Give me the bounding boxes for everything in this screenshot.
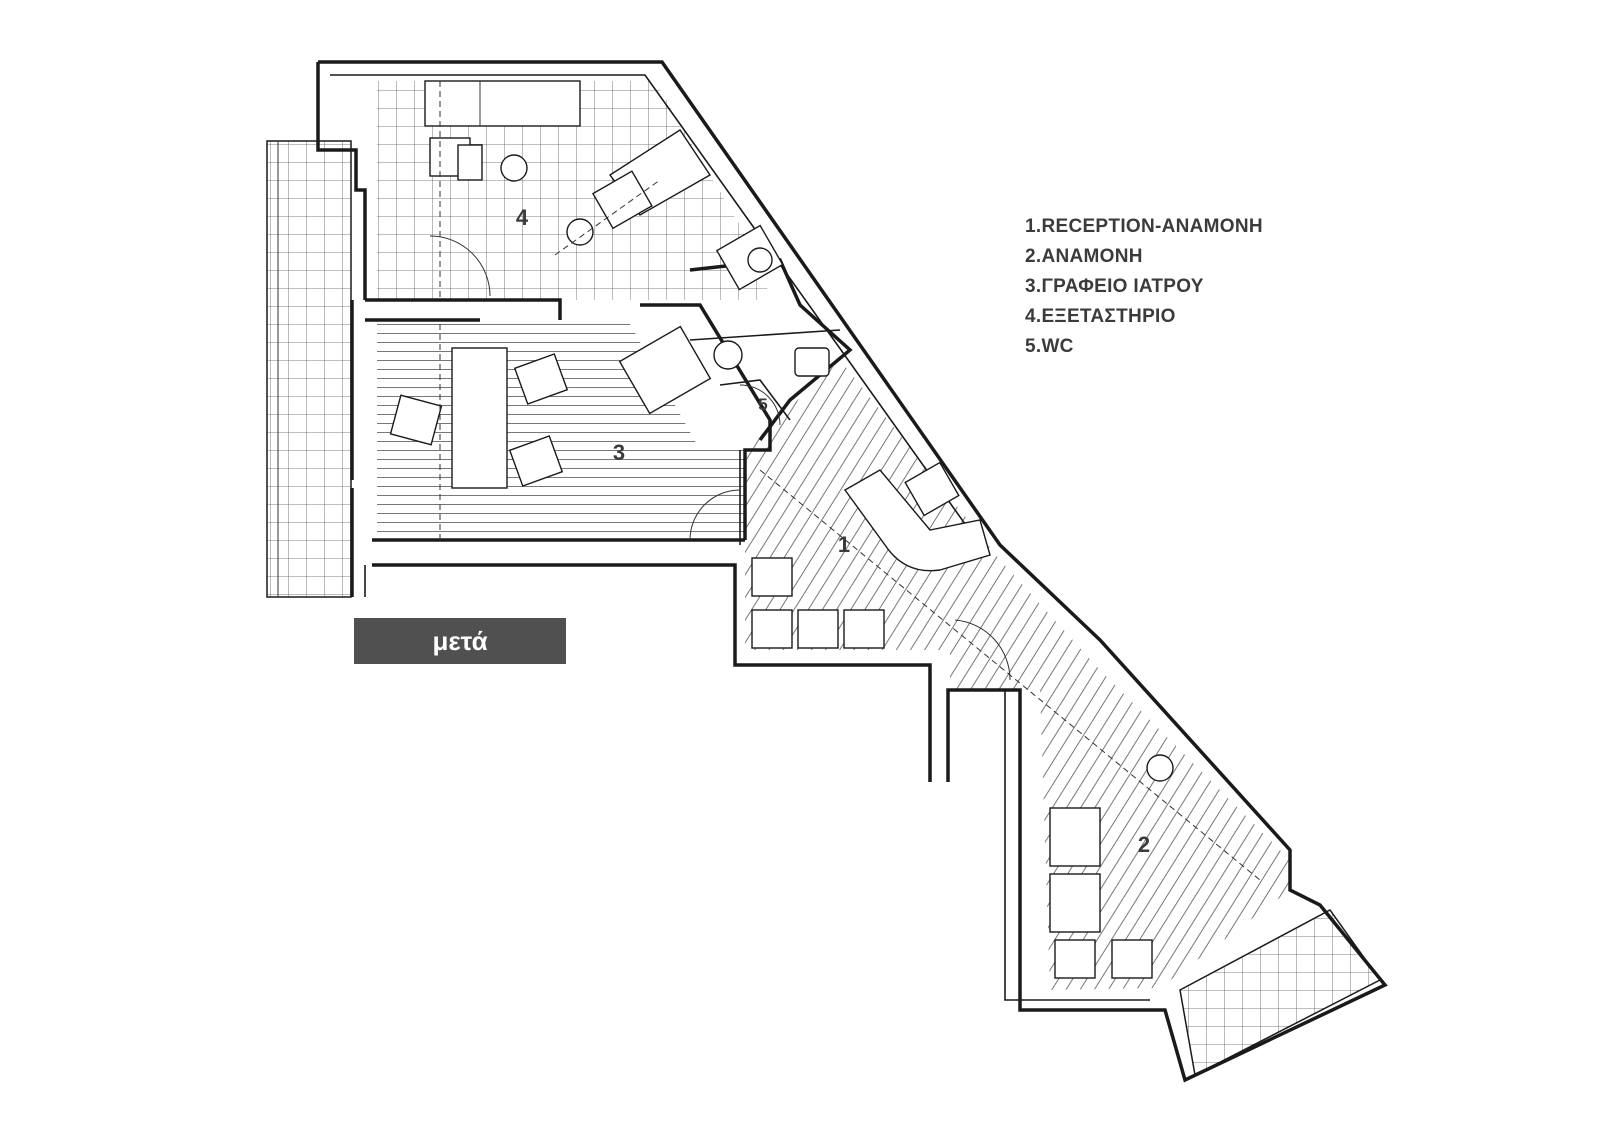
reception-chair <box>904 461 960 517</box>
balcony-left <box>266 140 352 598</box>
legend-item-reception: 1.RECEPTION-ΑΝΑΜΟΝΗ <box>1025 216 1263 237</box>
legend-item-doctor-office: 3.ΓΡΑΦΕΙΟ ΙΑΤΡΟΥ <box>1025 276 1204 297</box>
wc-fixtures <box>713 340 830 426</box>
office-desk <box>451 347 508 489</box>
waiting-seats <box>1049 807 1153 979</box>
outer-walls <box>316 60 1388 1083</box>
visitor-chair-2 <box>508 435 564 487</box>
legend-item-exam-room: 4.ΕΞΕΤΑΣΤΗΡΙΟ <box>1025 306 1176 327</box>
exam-chair <box>429 137 483 181</box>
exam-treatment-unit <box>591 129 711 230</box>
room-number-3: 3 <box>613 440 625 465</box>
reception-seats <box>751 557 885 649</box>
stool-2 <box>566 218 594 246</box>
room-legend: 1.RECEPTION-ΑΝΑΜΟΝΗ 2.ΑΝΑΜΟΝΗ 3.ΓΡΑΦΕΙΟ … <box>1025 212 1263 362</box>
exam-bed <box>424 80 581 127</box>
after-label: μετά <box>354 618 566 664</box>
room-1-2-floor <box>745 360 1290 990</box>
coat-stand <box>1146 754 1174 782</box>
stool <box>500 154 528 182</box>
room-number-4: 4 <box>516 205 529 230</box>
office-chair <box>389 394 443 446</box>
sink-room-4 <box>715 224 784 291</box>
room-number-1: 1 <box>838 532 850 557</box>
legend-item-wc: 5.WC <box>1025 336 1074 357</box>
visitor-chair-1 <box>513 353 569 405</box>
door-swing-3 <box>689 489 741 541</box>
door-swing-1-2 <box>954 619 1011 681</box>
room-number-2: 2 <box>1138 832 1150 857</box>
door-swing-4 <box>429 235 491 297</box>
door-swing-wc <box>739 384 781 426</box>
cabinet <box>618 325 712 415</box>
reception-desk <box>843 469 991 572</box>
room-number-5: 5 <box>758 395 767 414</box>
legend-item-waiting: 2.ΑΝΑΜΟΝΗ <box>1025 246 1143 267</box>
